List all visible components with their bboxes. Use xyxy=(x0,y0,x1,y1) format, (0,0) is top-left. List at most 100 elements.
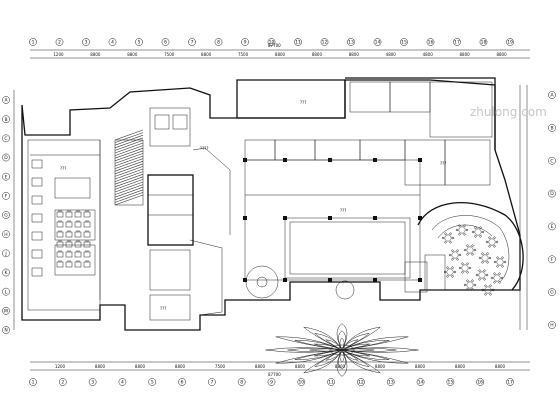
watermark-text: zhulong.com xyxy=(470,105,547,119)
grid-label: 1 xyxy=(32,40,35,46)
lotus-petal xyxy=(338,330,346,351)
dining-tables xyxy=(31,159,91,277)
grid-bubble: F xyxy=(2,191,10,200)
lotus-petal xyxy=(341,326,382,351)
grid-label: F xyxy=(551,257,554,263)
lotus-petal xyxy=(309,348,343,352)
dimension-text: 4800 xyxy=(423,52,434,57)
grid-label: 12 xyxy=(322,40,328,46)
grid-bubble: G xyxy=(548,288,556,296)
dimension-text: 8800 xyxy=(335,364,346,369)
grid-label: C xyxy=(4,136,7,142)
grid-bubble: 2 xyxy=(55,38,64,46)
grid-bubble: 15 xyxy=(446,378,455,386)
dimension-text: 7500 xyxy=(164,52,175,57)
dimension-text: 8800 xyxy=(496,52,507,57)
structural-columns xyxy=(243,158,422,282)
lotus-petal xyxy=(341,333,370,351)
lotus-petal xyxy=(341,349,359,361)
grid-bubble: 1 xyxy=(29,38,37,46)
grid-bubble: 17 xyxy=(506,378,514,386)
grid-bubble: 13 xyxy=(386,378,395,386)
grid-bubble: 11 xyxy=(294,38,302,46)
grid-label: G xyxy=(4,213,8,219)
grid-label: 17 xyxy=(507,380,513,386)
grid-label: 8 xyxy=(240,380,243,386)
lotus-petal xyxy=(339,337,345,351)
grid-bubble: M xyxy=(2,306,10,315)
grid-bubble: 5 xyxy=(135,38,143,46)
lotus-petal xyxy=(341,348,375,352)
dimension-text: 1200 xyxy=(55,364,66,369)
grid-label: B xyxy=(4,117,7,123)
lotus-petal xyxy=(341,343,371,351)
grid-bubble: 1 xyxy=(29,378,37,386)
dimension-text: 4800 xyxy=(386,52,397,57)
lotus-petal xyxy=(302,326,343,351)
grid-label: 4 xyxy=(111,40,114,46)
lotus-canopy xyxy=(265,323,419,377)
grid-label: L xyxy=(5,289,8,295)
dimension-text: 8800 xyxy=(90,52,101,57)
grid-label: 1 xyxy=(32,380,35,386)
lotus-petal xyxy=(314,333,343,351)
lotus-petal xyxy=(341,349,390,360)
grid-label: 3 xyxy=(91,380,94,386)
dimension-text: 8800 xyxy=(255,364,266,369)
lotus-petal xyxy=(294,340,343,351)
dimension-text: 8800 xyxy=(460,52,471,57)
grid-label: 13 xyxy=(348,40,354,46)
grid-label: H xyxy=(4,232,7,238)
grid-bubble: 7 xyxy=(208,378,216,386)
dimension-text: 8800 xyxy=(95,364,106,369)
grid-bubble: 7 xyxy=(188,38,196,46)
grid-label: 18 xyxy=(481,40,487,46)
grid-label: A xyxy=(550,93,554,99)
grid-bubble: D xyxy=(548,189,556,198)
lotus-petal xyxy=(314,349,343,367)
room-tag: ??? xyxy=(160,306,166,311)
room-tag: ??? xyxy=(340,208,346,213)
grid-bubble: H xyxy=(548,321,556,329)
grid-bubble: 10 xyxy=(267,38,276,46)
grid-bubble: 9 xyxy=(267,378,276,386)
overall-dimension: 87700 xyxy=(268,43,281,48)
grid-bubble: K xyxy=(2,268,10,277)
grid-label: H xyxy=(550,323,553,329)
table-cluster xyxy=(54,209,96,241)
lotus-petal xyxy=(313,349,343,357)
dimension-text: 8800 xyxy=(275,52,286,57)
grid-bubble: 12 xyxy=(357,378,365,386)
lotus-petal xyxy=(339,349,345,363)
grid-bubble: 2 xyxy=(58,378,67,386)
dimension-text: 8800 xyxy=(201,52,212,57)
grid-bubble: 18 xyxy=(479,38,488,46)
grid-label: 14 xyxy=(418,380,424,386)
dimension-text: 1200 xyxy=(53,52,64,57)
grid-label: 9 xyxy=(244,40,247,46)
dimension-text: 7500 xyxy=(238,52,249,57)
grid-label: F xyxy=(5,193,8,199)
grid-label: M xyxy=(4,308,8,314)
grid-label: 17 xyxy=(454,40,460,46)
grid-bubble: 3 xyxy=(88,378,97,386)
dimension-text: 8800 xyxy=(135,364,146,369)
grid-bubble: G xyxy=(2,211,10,219)
room-tag: ??? xyxy=(60,166,66,171)
grid-label: 6 xyxy=(181,380,184,386)
grid-label: 12 xyxy=(358,380,364,386)
lotus-petal xyxy=(313,343,343,351)
grid-bubble: 14 xyxy=(373,38,382,46)
grid-bubble: 19 xyxy=(506,38,514,46)
grid-label: J xyxy=(4,251,6,257)
grid-bubble: 4 xyxy=(118,378,127,386)
lotus-petal xyxy=(336,323,348,351)
grid-label: E xyxy=(5,174,8,180)
room-tag: ??? xyxy=(440,161,446,166)
grid-label: 10 xyxy=(269,40,275,46)
grid-bubble: 11 xyxy=(327,378,335,386)
grid-label: E xyxy=(551,224,554,230)
lotus-petal xyxy=(341,347,419,353)
